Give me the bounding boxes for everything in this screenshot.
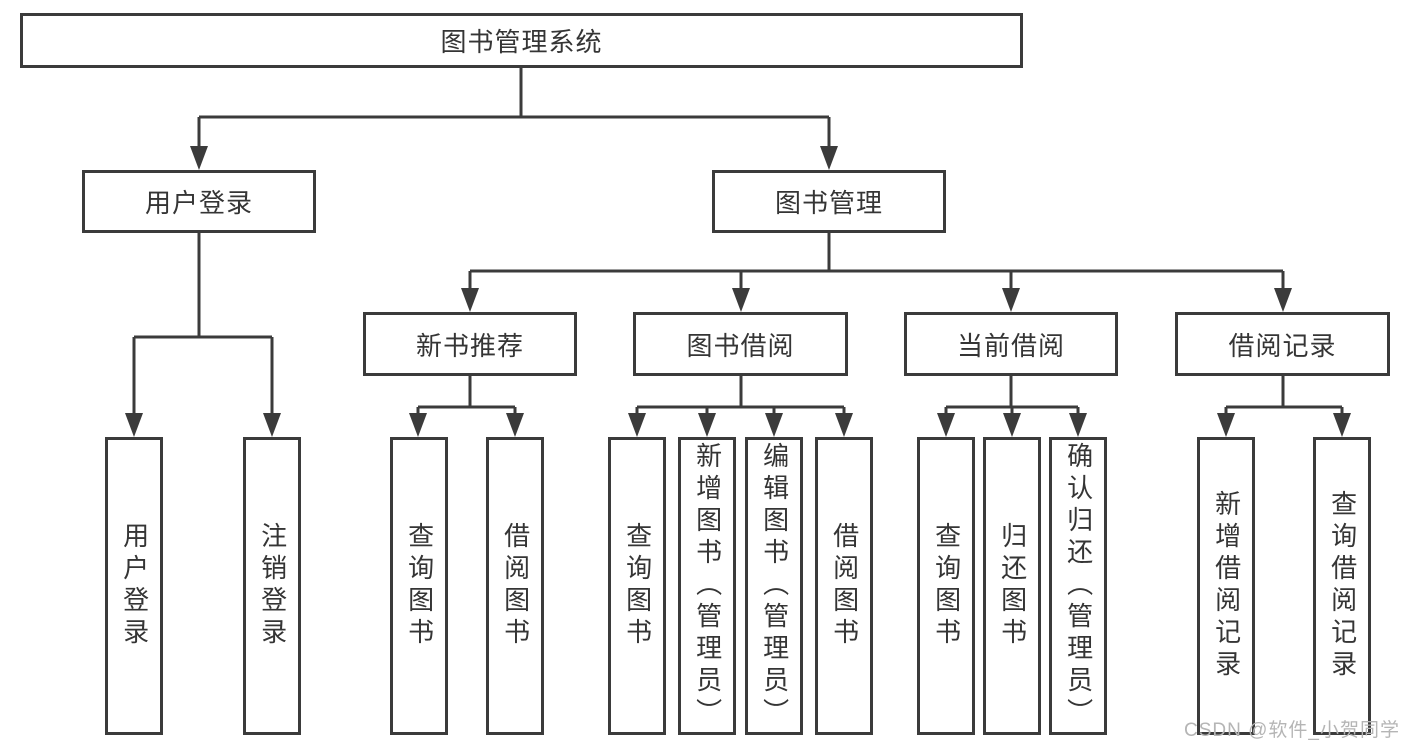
leaf-query-books-2: 查询图书 — [608, 437, 666, 735]
leaf-logout: 注销登录 — [243, 437, 301, 735]
node-borrowing-records: 借阅记录 — [1175, 312, 1390, 376]
node-label: 新书推荐 — [415, 330, 524, 361]
node-label: 图书借阅 — [686, 330, 795, 361]
node-label: 借阅记录 — [1228, 330, 1337, 361]
node-label: 注销登录 — [257, 522, 288, 650]
node-new-book-recommendation: 新书推荐 — [363, 312, 577, 376]
leaf-confirm-return-admin: 确认归还（管理员） — [1049, 437, 1107, 735]
leaf-return-book: 归还图书 — [983, 437, 1041, 735]
leaf-borrow-books-2: 借阅图书 — [815, 437, 873, 735]
leaf-user-login: 用户登录 — [105, 437, 163, 735]
node-label: 查询图书 — [404, 522, 435, 650]
node-label: 用户登录 — [144, 188, 253, 218]
node-label: 归还图书 — [997, 522, 1028, 650]
node-label: 新增借阅记录 — [1211, 490, 1242, 682]
leaf-query-books-1: 查询图书 — [390, 437, 448, 735]
node-label: 借阅图书 — [500, 522, 531, 650]
connector-lines — [132, 68, 1344, 417]
node-user-login: 用户登录 — [82, 170, 316, 233]
leaf-query-borrow-record: 查询借阅记录 — [1313, 437, 1371, 735]
arrowheads — [125, 146, 1351, 437]
leaf-query-books-3: 查询图书 — [917, 437, 975, 735]
node-label: 借阅图书 — [829, 522, 860, 650]
node-label: 编辑图书（管理员） — [759, 442, 790, 730]
node-label: 查询图书 — [931, 522, 962, 650]
node-library-management-system: 图书管理系统 — [20, 13, 1023, 68]
node-label: 新增图书（管理员） — [692, 442, 723, 730]
node-label: 查询借阅记录 — [1327, 490, 1358, 682]
node-label: 查询图书 — [622, 522, 653, 650]
node-current-borrowing: 当前借阅 — [904, 312, 1118, 376]
node-label: 用户登录 — [119, 522, 150, 650]
leaf-edit-book-admin: 编辑图书（管理员） — [745, 437, 803, 735]
leaf-add-borrow-record: 新增借阅记录 — [1197, 437, 1255, 735]
leaf-add-book-admin: 新增图书（管理员） — [678, 437, 736, 735]
node-book-borrowing: 图书借阅 — [633, 312, 848, 376]
node-label: 图书管理 — [774, 188, 883, 218]
node-book-management: 图书管理 — [712, 170, 946, 233]
node-label: 当前借阅 — [956, 330, 1065, 361]
node-label: 确认归还（管理员） — [1063, 442, 1094, 730]
leaf-borrow-books-1: 借阅图书 — [486, 437, 544, 735]
watermark: CSDN @软件_小贺同学 — [1184, 720, 1400, 741]
node-label: 图书管理系统 — [440, 27, 603, 57]
